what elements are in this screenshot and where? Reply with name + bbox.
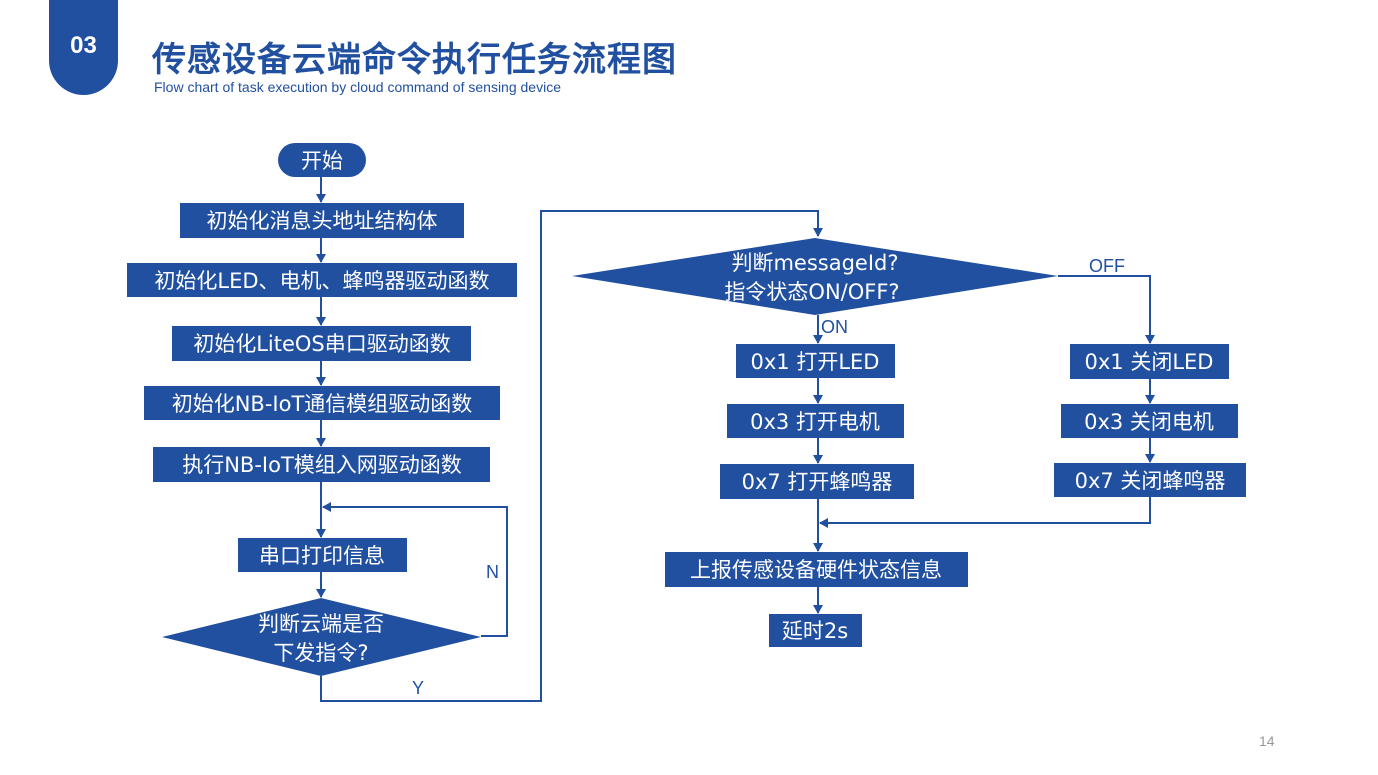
init-nbiot-step: 初始化NB-IoT通信模组驱动函数 [144,386,500,420]
svg-text:0x1 关闭LED: 0x1 关闭LED [1085,350,1214,374]
svg-text:初始化LED、电机、蜂鸣器驱动函数: 初始化LED、电机、蜂鸣器驱动函数 [154,269,489,293]
svg-text:指令状态ON/OFF?: 指令状态ON/OFF? [724,280,899,304]
svg-text:0x1 打开LED: 0x1 打开LED [751,350,880,374]
exec-nbiot-step: 执行NB-IoT模组入网驱动函数 [153,447,490,482]
svg-text:0x7 打开蜂鸣器: 0x7 打开蜂鸣器 [742,470,893,494]
svg-text:判断云端是否: 判断云端是否 [258,612,384,636]
start-node: 开始 [278,143,366,177]
label-y: Y [412,678,424,698]
page-number: 14 [1259,733,1275,749]
on-motor-step: 0x3 打开电机 [727,404,904,438]
off-motor-step: 0x3 关闭电机 [1061,404,1238,438]
report-step: 上报传感设备硬件状态信息 [665,552,968,587]
delay-step: 延时2s [769,614,862,647]
svg-text:下发指令?: 下发指令? [273,641,368,665]
svg-text:开始: 开始 [301,149,343,173]
svg-text:0x3 关闭电机: 0x3 关闭电机 [1084,410,1214,434]
init-msg-step: 初始化消息头地址结构体 [180,203,464,238]
on-led-step: 0x1 打开LED [736,344,895,378]
svg-text:初始化LiteOS串口驱动函数: 初始化LiteOS串口驱动函数 [193,332,451,356]
section-badge: 03 [49,0,118,95]
init-liteos-step: 初始化LiteOS串口驱动函数 [172,326,471,361]
page-title: 传感设备云端命令执行任务流程图 [152,41,677,79]
svg-text:执行NB-IoT模组入网驱动函数: 执行NB-IoT模组入网驱动函数 [182,453,462,477]
svg-text:0x3 打开电机: 0x3 打开电机 [750,410,880,434]
connectors [316,177,1155,702]
svg-text:上报传感设备硬件状态信息: 上报传感设备硬件状态信息 [690,558,942,582]
label-off: OFF [1089,256,1125,276]
off-led-step: 0x1 关闭LED [1070,344,1229,379]
on-buzzer-step: 0x7 打开蜂鸣器 [720,464,914,499]
svg-text:初始化消息头地址结构体: 初始化消息头地址结构体 [207,209,438,233]
svg-text:判断messageId?: 判断messageId? [731,251,898,275]
svg-text:串口打印信息: 串口打印信息 [259,544,385,568]
label-on: ON [821,317,848,337]
svg-text:0x7 关闭蜂鸣器: 0x7 关闭蜂鸣器 [1075,469,1226,493]
label-n: N [486,562,499,582]
off-buzzer-step: 0x7 关闭蜂鸣器 [1054,463,1246,497]
svg-text:初始化NB-IoT通信模组驱动函数: 初始化NB-IoT通信模组驱动函数 [172,392,473,416]
init-led-step: 初始化LED、电机、蜂鸣器驱动函数 [127,263,517,297]
page-subtitle: Flow chart of task execution by cloud co… [154,79,561,95]
message-decision: 判断messageId? 指令状态ON/OFF? [572,238,1058,315]
cloud-decision: 判断云端是否 下发指令? [162,598,481,676]
svg-text:延时2s: 延时2s [782,619,848,643]
serial-print-step: 串口打印信息 [238,538,407,572]
